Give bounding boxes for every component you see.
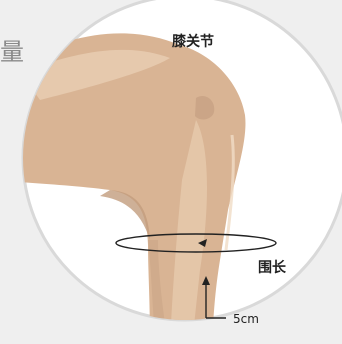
shin-highlight xyxy=(170,120,207,320)
circumference-arrowhead xyxy=(198,239,207,247)
knee-cap xyxy=(195,95,215,120)
background-text: 量 xyxy=(0,38,25,66)
knee-shadow xyxy=(100,190,150,240)
shin-shadow xyxy=(148,240,168,320)
circumference-label: 围长 xyxy=(258,259,287,276)
thigh-highlight xyxy=(23,49,170,100)
offset-arrowhead xyxy=(202,276,210,285)
circumference-ellipse xyxy=(115,233,277,253)
leg-illustration xyxy=(23,33,246,320)
knee-title: 膝关节 xyxy=(172,33,214,50)
front-edge-line xyxy=(224,134,235,251)
offset-label: 5cm xyxy=(233,312,259,326)
